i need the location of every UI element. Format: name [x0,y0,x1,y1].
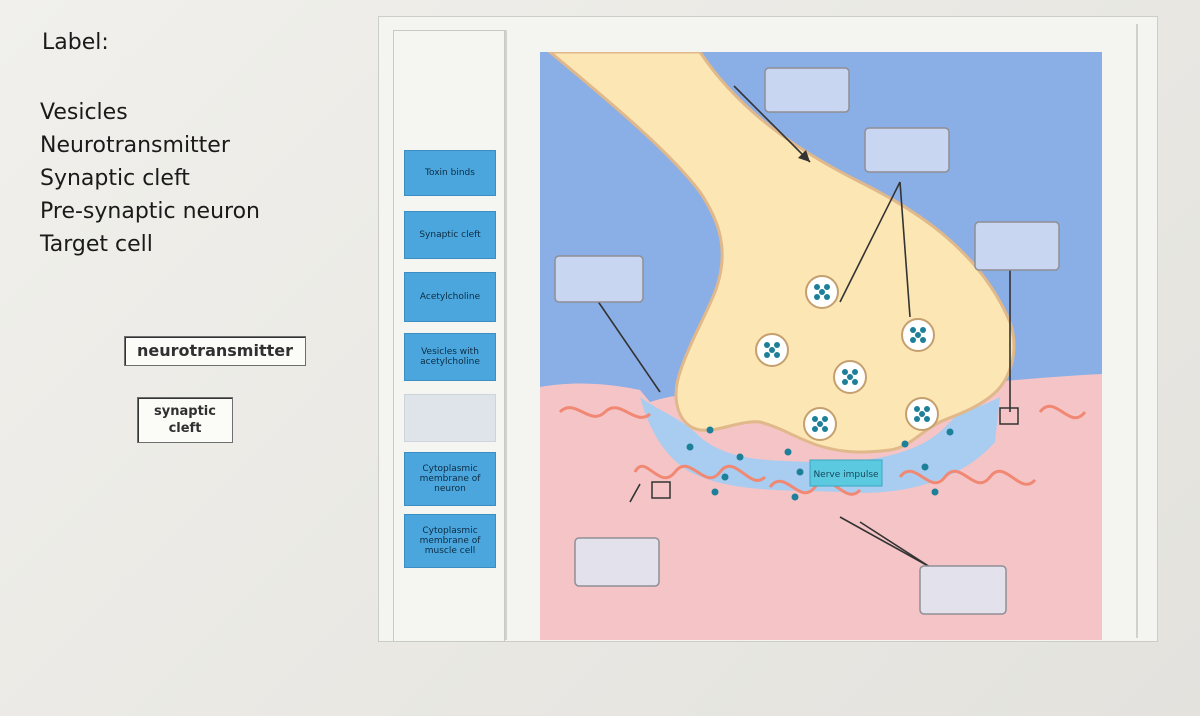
anchor-square [999,407,1019,425]
neurotransmitter-molecule [946,428,954,436]
vesicle-molecule [842,379,848,385]
drag-chip-neurotransmitter[interactable]: neurotransmitter [124,336,306,366]
vesicle-molecule [822,426,828,432]
vesicle-molecule [919,411,925,417]
tile-vesicles-with-acetylcholine[interactable]: Vesicles with acetylcholine [404,333,496,381]
drag-chip-synaptic-cleft[interactable]: synaptic cleft [137,397,233,443]
panel-title: Label: [42,30,109,55]
drop-target-box[interactable] [864,127,950,173]
column-divider [505,30,507,640]
vesicle-molecule [764,342,770,348]
vesicle-molecule [914,406,920,412]
word-synaptic-cleft: Synaptic cleft [40,166,190,191]
tile-synaptic-cleft[interactable]: Synaptic cleft [404,211,496,259]
tile-acetylcholine[interactable]: Acetylcholine [404,272,496,322]
vesicle-molecule [915,332,921,338]
neurotransmitter-molecule [736,453,744,461]
frame-divider [1136,24,1138,638]
tile-toxin-binds[interactable]: Toxin binds [404,150,496,196]
neurotransmitter-molecule [931,488,939,496]
drop-target-box[interactable] [974,221,1060,271]
nerve-impulse-label: Nerve impulse [813,470,879,480]
arrow-head [798,150,810,162]
word-pre-synaptic-neuron: Pre-synaptic neuron [40,199,260,224]
neurotransmitter-molecule [796,468,804,476]
vesicle-molecule [769,347,775,353]
vesicle-molecule [774,342,780,348]
vesicle-molecule [819,289,825,295]
neurotransmitter-molecule [784,448,792,456]
vesicle-molecule [910,327,916,333]
vesicle-molecule [852,369,858,375]
vesicle-molecule [764,352,770,358]
vesicle-molecule [814,294,820,300]
neurotransmitter-molecule [686,443,694,451]
drop-target-box[interactable] [574,537,660,587]
word-target-cell: Target cell [40,232,153,257]
synaptic-cleft-region [640,397,1000,493]
vesicle-molecule [852,379,858,385]
vesicle-molecule [924,416,930,422]
vesicle-molecule [824,294,830,300]
neurotransmitter-molecule [791,493,799,501]
word-list: Vesicles Neurotransmitter Synaptic cleft… [40,96,260,261]
word-bank-panel: Label: Vesicles Neurotransmitter Synapti… [0,0,380,716]
neurotransmitter-molecules [686,426,954,501]
drop-target-box[interactable] [554,255,644,303]
vesicle-molecule [924,406,930,412]
vesicle-molecule [774,352,780,358]
vesicle-molecule [824,284,830,290]
membrane-folds [558,404,1087,496]
anchor-square [651,481,671,499]
neurotransmitter-molecule [721,473,729,481]
presynaptic-terminal [547,52,1016,454]
neurotransmitter-molecule [711,488,719,496]
vesicle-molecule [814,284,820,290]
vesicle-molecule [817,421,823,427]
vesicle-molecule [920,327,926,333]
leader-lines [594,85,1011,568]
word-vesicles: Vesicles [40,100,128,125]
vesicle-molecule [920,337,926,343]
vesicle-molecule [812,426,818,432]
vesicle-molecule [812,416,818,422]
vesicle-molecule [910,337,916,343]
drop-target-box[interactable] [764,67,850,113]
synapse-diagram: Nerve impulse [540,52,1102,640]
drop-targets [554,67,1060,615]
tile-cytoplasmic-membrane-neuron[interactable]: Cytoplasmic membrane of neuron [404,452,496,506]
word-neurotransmitter: Neurotransmitter [40,133,230,158]
tile-cytoplasmic-membrane-muscle[interactable]: Cytoplasmic membrane of muscle cell [404,514,496,568]
nerve-impulse-box [809,459,883,487]
neurotransmitter-molecule [921,463,929,471]
vesicle-molecule [822,416,828,422]
drop-target-box[interactable] [919,565,1007,615]
neurotransmitter-molecule [901,440,909,448]
vesicle-molecule [842,369,848,375]
neurotransmitter-molecule [706,426,714,434]
tile-empty-slot [404,394,496,442]
vesicles [755,275,939,441]
vesicle-molecule [914,416,920,422]
vesicle-molecule [847,374,853,380]
